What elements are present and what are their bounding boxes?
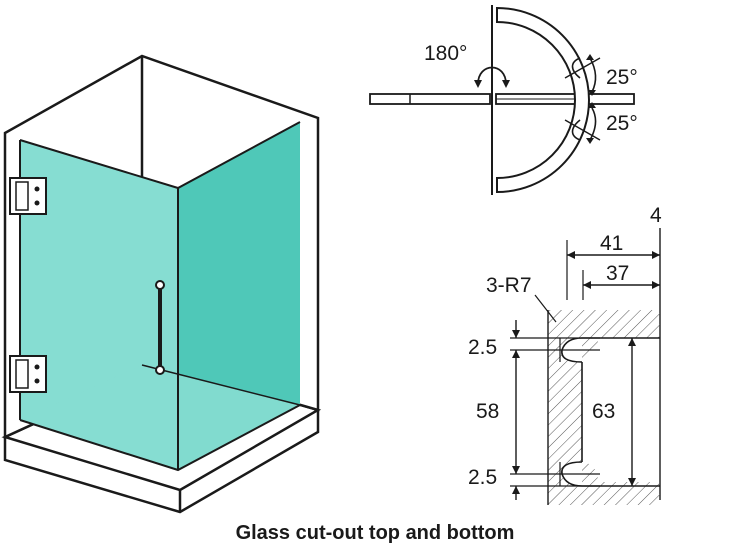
glass-floor-reflection	[20, 365, 300, 470]
top-offset-dimension-label: 2.5	[468, 336, 497, 359]
glass-fixed	[369, 93, 491, 105]
bottom-offset-dimension-label: 2.5	[468, 466, 497, 489]
swing-arc	[496, 6, 590, 194]
height-58-dimension-label: 58	[476, 400, 499, 423]
hinge-bottom	[9, 355, 47, 393]
radius-dimension-label: 3-R7	[486, 274, 532, 297]
rotation-25-inward-label: 25°	[606, 112, 638, 135]
shower-enclosure-illustration	[1, 54, 322, 514]
height-63-dimension-label: 63	[592, 400, 615, 423]
rotation-25-outward-label: 25°	[606, 66, 638, 89]
rotation-180-label: 180°	[424, 42, 467, 65]
cutout-diagram: 4 41 37 3-R7 2.5 58 63 2.5	[468, 204, 662, 505]
thickness-dimension-label: 4	[650, 204, 662, 227]
hinge-diagram: 180° 25° 25°	[1, 5, 662, 514]
rotation-diagram: 180° 25° 25°	[369, 5, 638, 195]
hinge-top	[9, 177, 47, 215]
diagram-caption: Glass cut-out top and bottom	[235, 522, 515, 544]
width-37-dimension-label: 37	[606, 262, 629, 285]
width-41-dimension-label: 41	[600, 232, 623, 255]
